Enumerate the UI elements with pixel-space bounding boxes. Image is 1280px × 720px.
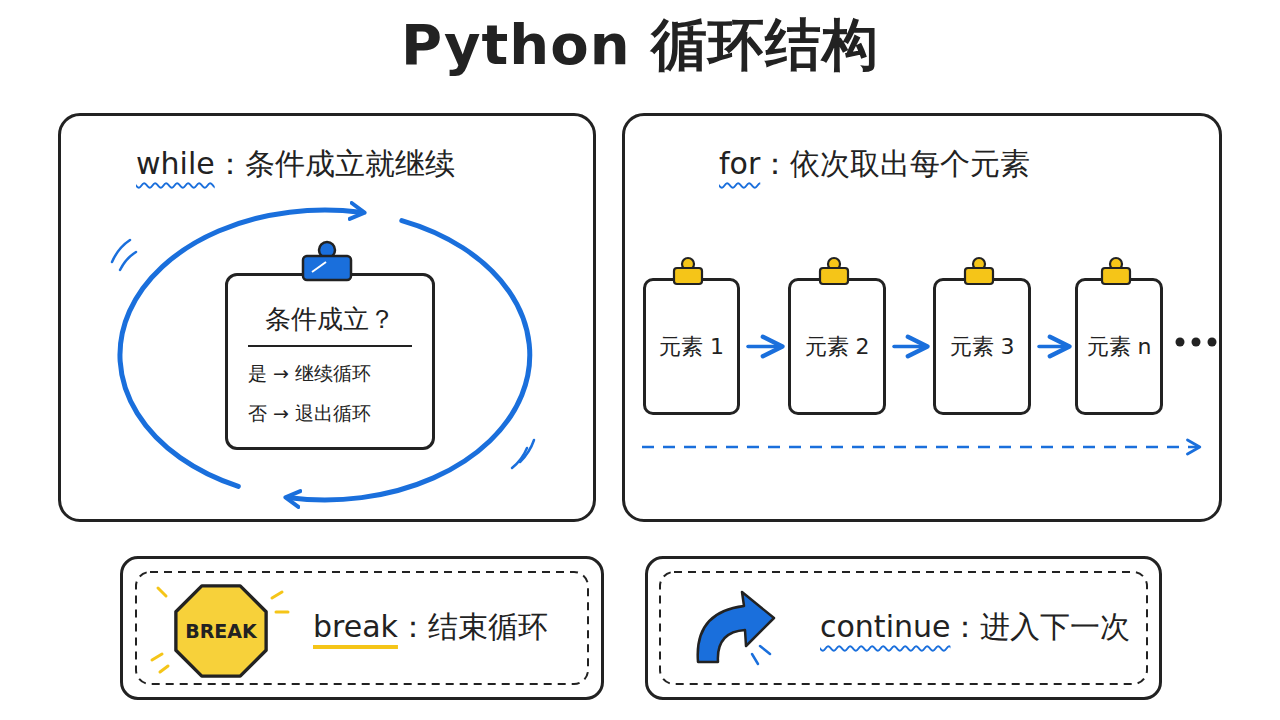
text-group: break：结束循环 <box>313 607 548 648</box>
text-group: BREAK <box>173 583 269 679</box>
branch-label: 是 → 继续循环 <box>248 361 412 387</box>
stop-sign: BREAK <box>173 583 269 679</box>
element-card: 元素 1 <box>643 278 740 415</box>
sequence-arrow <box>642 446 1198 449</box>
text-group: 元素 3 <box>936 281 1028 412</box>
text-group: for：依次取出每个元素 <box>719 144 1030 185</box>
node-label: 元素 n <box>1087 332 1152 362</box>
more-dots <box>1176 338 1217 347</box>
card-clip <box>674 258 1130 284</box>
continue-box: continue：进入下一次 <box>645 556 1162 700</box>
description-label: ：结束循环 <box>398 607 548 648</box>
diagram-title: Python 循环结构 <box>0 8 1280 84</box>
node-label: 元素 1 <box>659 332 724 362</box>
element-card: 元素 n <box>1075 278 1163 415</box>
while-panel: 条件成立？ 是 → 继续循环否 → 退出循环 while：条件成立就继续 <box>58 113 596 522</box>
text-group: 条件成立？ 是 → 继续循环否 → 退出循环 <box>228 276 432 447</box>
node-label: BREAK <box>185 620 257 642</box>
dashed-frame <box>136 572 588 684</box>
break-box: BREAK break：结束循环 <box>120 556 604 700</box>
question-label: 条件成立？ <box>248 302 412 347</box>
keyword-label: for <box>719 146 760 181</box>
flow-arrow <box>1039 345 1067 349</box>
keyword-label: continue <box>820 609 950 644</box>
branch-label: 否 → 退出循环 <box>248 401 412 427</box>
description-label: ：条件成立就继续 <box>215 144 455 185</box>
node-label: 元素 3 <box>950 332 1015 362</box>
text-group: continue：进入下一次 <box>820 607 1130 648</box>
description-label: ：依次取出每个元素 <box>760 144 1030 185</box>
element-card: 元素 3 <box>933 278 1031 415</box>
keyword-label: while <box>136 146 215 181</box>
motion-ticks <box>752 646 770 664</box>
flow-arrow <box>894 345 925 349</box>
dashed-frame <box>660 572 1147 684</box>
element-card: 元素 2 <box>788 278 886 415</box>
octagon-shape <box>176 586 266 676</box>
keyword-label: break <box>313 609 398 644</box>
continue-arrow-icon <box>698 592 774 662</box>
description-label: ：进入下一次 <box>950 607 1130 648</box>
text-group: 元素 1 <box>646 281 737 412</box>
node-label: 元素 2 <box>805 332 870 362</box>
condition-clipboard: 条件成立？ 是 → 继续循环否 → 退出循环 <box>225 273 435 450</box>
motion-ticks <box>112 240 534 468</box>
text-group: while：条件成立就继续 <box>136 144 455 185</box>
text-group: 元素 n <box>1078 281 1160 412</box>
for-panel: 元素 1 元素 2 元素 3 元素 n for：依次取出每个元素 <box>622 113 1222 522</box>
clipboard-clip <box>303 242 351 280</box>
flow-arrow <box>748 345 780 349</box>
text-group: 元素 2 <box>791 281 883 412</box>
